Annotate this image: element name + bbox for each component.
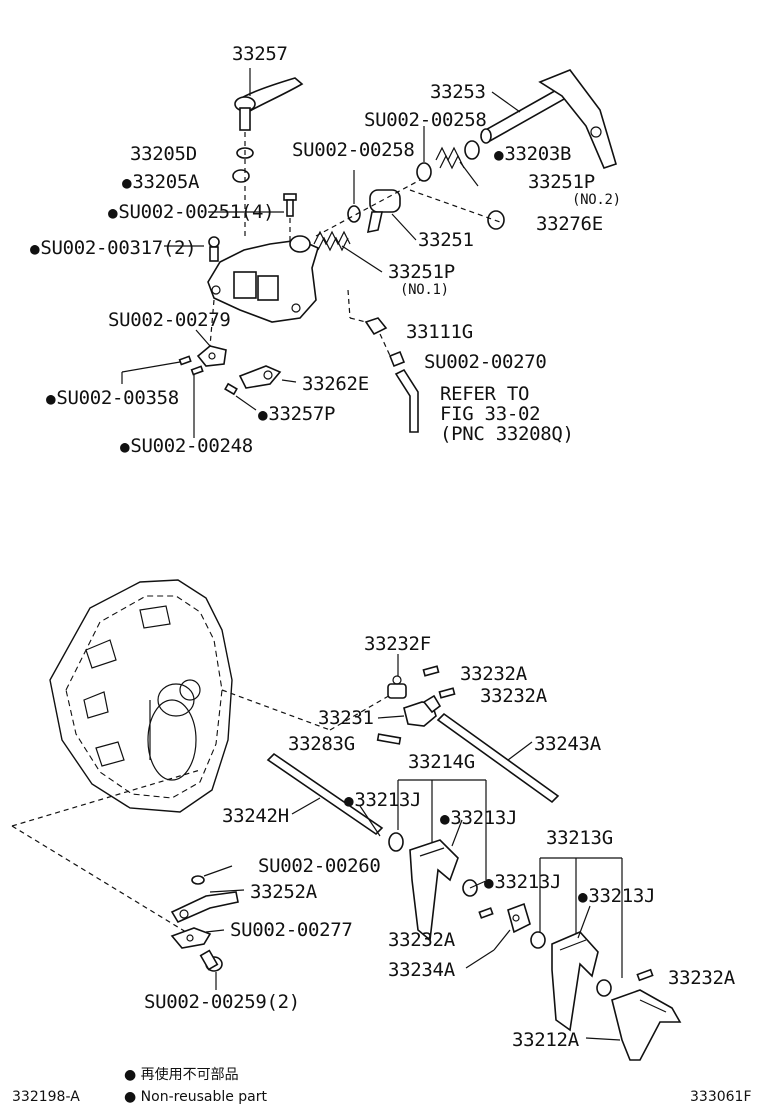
rod-33242H-drawing (266, 752, 384, 836)
label-33234A: 33234A (388, 959, 455, 981)
transmission-case-drawing (49, 579, 233, 813)
label-33232A-1: 33232A (460, 663, 527, 685)
label-33205A: ●33205A (122, 171, 200, 193)
label-33214G: 33214G (408, 751, 475, 773)
washer-su002-00258-a-drawing (416, 162, 432, 182)
label-33213J-2: ●33213J (440, 807, 518, 829)
fork-33214G-drawing (388, 832, 478, 942)
label-su002-00358: ●SU002-00358 (46, 387, 179, 409)
label-33232A-3: 33232A (388, 929, 455, 951)
label-su002-00258-b: SU002-00258 (292, 139, 415, 161)
pin-33257P-drawing (224, 382, 238, 396)
label-33252A: 33252A (250, 881, 317, 903)
label-fig-33-02: FIG 33-02 (440, 403, 541, 425)
rod-33243A-drawing (436, 712, 560, 804)
figure-code-left: 332198-A (12, 1089, 80, 1105)
label-33242H: 33242H (222, 805, 289, 827)
washer-33205A-drawing (232, 169, 250, 183)
washer-su002-00260-drawing (191, 875, 205, 885)
pin-33232A-1-drawing (422, 665, 440, 677)
label-33213J-1: ●33213J (344, 789, 422, 811)
label-33231: 33231 (318, 707, 374, 729)
fork-33213G-drawing (530, 931, 612, 1032)
plate-su002-00277-drawing (170, 927, 212, 949)
label-33213J-3: ●33213J (484, 871, 562, 893)
label-su002-00260: SU002-00260 (258, 855, 381, 877)
pin-su002-00358-drawing (178, 355, 192, 366)
clip-su002-00270-drawing (388, 350, 406, 368)
label-su002-00317: ●SU002-00317(2) (30, 237, 197, 259)
label-33232A-4: 33232A (668, 967, 735, 989)
label-33251P-no1-sub: (NO.1) (400, 282, 449, 298)
label-33212A: 33212A (512, 1029, 579, 1051)
label-33251: 33251 (418, 229, 474, 251)
label-33203B: ●33203B (494, 143, 572, 165)
label-33262E: 33262E (302, 373, 369, 395)
fork-33212A-drawing (611, 989, 682, 1061)
pin-33232A-2-drawing (438, 687, 456, 699)
pin-su002-00248-drawing (190, 365, 204, 376)
plate-su002-00279-drawing (196, 345, 227, 367)
label-33276E: 33276E (536, 213, 603, 235)
label-refer-to: REFER TO (440, 383, 530, 405)
pin-33232A-3-drawing (478, 907, 494, 919)
pin-33232A-4-drawing (636, 968, 654, 982)
label-33213J-4: ●33213J (578, 885, 656, 907)
shift-shaft-33253-drawing (480, 69, 617, 169)
washer-33203B-drawing (464, 140, 480, 160)
label-33205D: 33205D (130, 143, 197, 165)
spring-33251P-no2-drawing (435, 146, 465, 170)
label-33111G: 33111G (406, 321, 473, 343)
label-pnc-33208Q: (PNC 33208Q) (440, 423, 574, 445)
arm-33262E-drawing (238, 365, 282, 389)
bolt-33232F-drawing (387, 675, 407, 699)
label-33253: 33253 (430, 81, 486, 103)
legend-english: ● Non-reusable part (124, 1089, 267, 1105)
label-su002-00258-a: SU002-00258 (364, 109, 487, 131)
label-33283G: 33283G (288, 733, 355, 755)
spring-33251P-no1-drawing (313, 230, 351, 252)
label-33257: 33257 (232, 43, 288, 65)
hose-refer-drawing (394, 368, 419, 433)
label-33232A-2: 33232A (480, 685, 547, 707)
shift-head-33251-drawing (366, 189, 401, 234)
shift-lever-33257-drawing (234, 68, 304, 131)
washer-su002-00258-b-drawing (347, 205, 361, 223)
hose-33111G-drawing (364, 317, 388, 336)
label-su002-00259: SU002-00259(2) (144, 991, 300, 1013)
label-su002-00277: SU002-00277 (230, 919, 353, 941)
lever-33252A-drawing (170, 891, 239, 924)
label-33213G: 33213G (546, 827, 613, 849)
figure-code-right: 333061F (690, 1089, 752, 1105)
legend-japanese: ● 再使用不可部品 (124, 1067, 239, 1083)
label-su002-00270: SU002-00270 (424, 351, 547, 373)
bolt-su002-00317-drawing (208, 236, 220, 262)
block-33234A-drawing (507, 902, 531, 934)
lever-33231-drawing (403, 694, 442, 727)
label-33251P-no2: 33251P (528, 171, 595, 193)
label-su002-00251: ●SU002-00251(4) (108, 201, 275, 223)
label-33251P-no1: 33251P (388, 261, 455, 283)
label-su002-00279: SU002-00279 (108, 309, 231, 331)
label-su002-00248: ●SU002-00248 (120, 435, 253, 457)
label-33232F: 33232F (364, 633, 431, 655)
label-33251P-no2-sub: (NO.2) (572, 192, 621, 208)
bolt-su002-00251-drawing (283, 193, 297, 217)
label-33257P: ●33257P (258, 403, 336, 425)
label-33243A: 33243A (534, 733, 601, 755)
shift-housing-drawing (207, 235, 319, 323)
bolt-su002-00259-drawing (199, 949, 223, 972)
pin-33283G-drawing (376, 733, 402, 745)
